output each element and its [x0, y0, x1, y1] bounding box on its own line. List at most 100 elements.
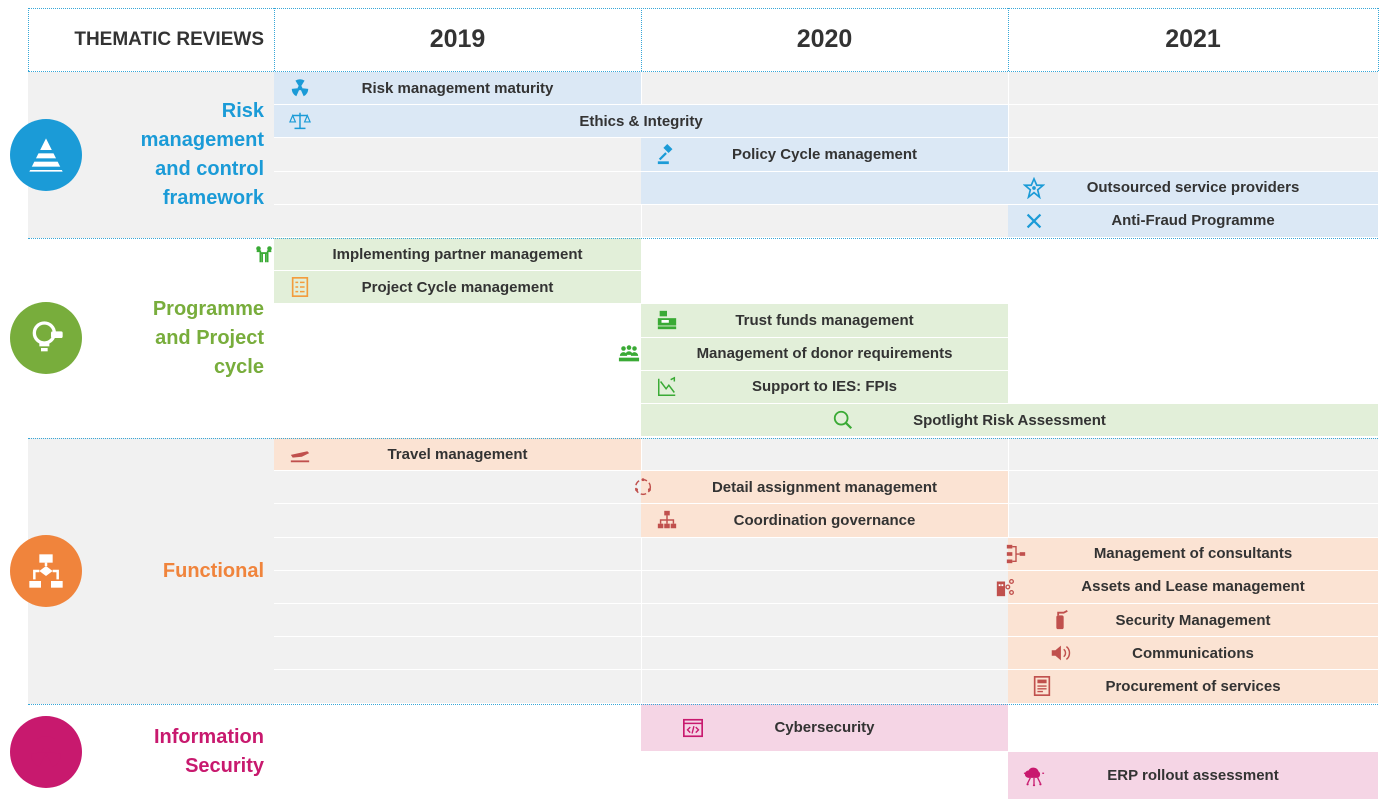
review-row: Risk management maturity	[274, 72, 1378, 106]
review-row: Outsourced service providers	[274, 171, 1378, 205]
review-bar[interactable]: Support to IES: FPIs	[641, 370, 1008, 403]
review-bar[interactable]: Security Management	[1008, 603, 1378, 637]
review-label: Security Management	[1115, 611, 1271, 629]
cross-icon	[1022, 209, 1046, 233]
review-bar[interactable]: Cybersecurity	[641, 704, 1008, 751]
review-bar[interactable]: Management of donor requirements	[618, 337, 1008, 370]
review-bar[interactable]: Policy Cycle management	[641, 138, 1008, 171]
column-separator	[1008, 105, 1009, 138]
column-separator	[1008, 337, 1009, 370]
review-bar[interactable]: Travel management	[274, 438, 641, 471]
hierarchy-icon	[1004, 542, 1028, 566]
review-bar[interactable]: Communications	[1008, 637, 1378, 670]
review-bar[interactable]: Anti-Fraud Programme	[1008, 204, 1378, 237]
chart-icon	[655, 375, 679, 399]
section-divider	[28, 438, 1378, 439]
review-label: Policy Cycle management	[731, 145, 918, 163]
review-row: Procurement of services	[274, 670, 1378, 704]
virus-cloud-icon	[1022, 764, 1046, 788]
gavel-icon	[655, 142, 679, 166]
review-label: Implementing partner management	[332, 245, 583, 263]
review-label: Support to IES: FPIs	[752, 378, 897, 396]
column-separator	[641, 238, 642, 271]
column-separator	[1008, 504, 1009, 537]
review-bar[interactable]: Assets and Lease management	[996, 570, 1378, 603]
column-separator	[1008, 370, 1009, 403]
column-separator	[1008, 471, 1009, 504]
review-row: Cybersecurity	[274, 704, 1378, 752]
review-label: Communications	[1132, 644, 1254, 662]
review-label: Procurement of services	[1105, 677, 1281, 695]
review-bar[interactable]: Spotlight Risk Assessment	[641, 403, 1378, 437]
radiation-icon	[10, 716, 82, 788]
review-row: Project Cycle management	[274, 271, 1378, 305]
header-divider	[274, 8, 275, 71]
cycle-icon	[631, 475, 655, 499]
header-divider	[1378, 8, 1379, 71]
column-separator	[641, 271, 642, 304]
review-label: Outsourced service providers	[1086, 179, 1300, 197]
review-label: Anti-Fraud Programme	[1111, 212, 1275, 230]
column-separator	[1008, 304, 1009, 337]
review-label: Management of donor requirements	[696, 345, 953, 363]
column-separator	[641, 603, 642, 637]
review-bar[interactable]: Trust funds management	[641, 304, 1008, 337]
column-separator	[641, 537, 642, 570]
review-bar[interactable]: Outsourced service providers	[1008, 171, 1378, 204]
section-title-line: framework	[162, 187, 264, 209]
column-separator	[641, 438, 642, 471]
review-row: Assets and Lease management	[274, 570, 1378, 604]
review-label: Project Cycle management	[361, 278, 554, 296]
review-row: Security Management	[274, 603, 1378, 638]
review-bar[interactable]: Procurement of services	[1008, 670, 1378, 703]
review-bar[interactable]: Project Cycle management	[274, 271, 641, 304]
review-bar[interactable]: Coordination governance	[641, 504, 1008, 537]
review-bar[interactable]: ERP rollout assessment	[1008, 752, 1378, 799]
review-row: Detail assignment management	[274, 471, 1378, 505]
meeting-icon	[252, 242, 276, 266]
review-row: Communications	[274, 637, 1378, 671]
review-row: ERP rollout assessment	[274, 752, 1378, 800]
review-bar[interactable]: Management of consultants	[1006, 537, 1378, 570]
review-label: Travel management	[387, 445, 528, 463]
review-bar-extension	[641, 171, 1008, 204]
lightbulb-icon	[10, 302, 82, 374]
review-bar[interactable]: Implementing partner management	[256, 238, 641, 271]
section-title-line: Security	[185, 755, 264, 777]
review-row: Management of consultants	[274, 537, 1378, 571]
column-separator	[1008, 438, 1009, 471]
section-title-line: Risk	[221, 100, 264, 122]
network-star-icon	[1022, 176, 1046, 200]
org-chart-icon	[655, 508, 679, 532]
header-title: THEMATIC REVIEWS	[74, 28, 264, 50]
balance-scale-icon	[288, 109, 312, 133]
review-row: Policy Cycle management	[274, 138, 1378, 172]
column-separator	[641, 637, 642, 670]
group-icon	[617, 342, 641, 366]
column-separator	[1008, 271, 1009, 304]
review-row: Ethics & Integrity	[274, 105, 1378, 139]
year-header-2021: 2021	[1165, 25, 1221, 53]
review-bar[interactable]: Ethics & Integrity	[274, 105, 1008, 138]
header-top-line	[28, 8, 1378, 9]
review-bar[interactable]: Detail assignment management	[634, 471, 1008, 504]
review-label: Risk management maturity	[361, 79, 554, 97]
column-separator	[641, 72, 642, 105]
review-row: Trust funds management	[274, 304, 1378, 338]
section-divider	[28, 238, 1378, 239]
year-header-2019: 2019	[429, 25, 486, 53]
column-separator	[641, 204, 642, 237]
review-row: Travel management	[274, 438, 1378, 472]
review-label: Cybersecurity	[774, 719, 875, 736]
review-bar[interactable]: Risk management maturity	[274, 72, 641, 105]
review-label: Ethics & Integrity	[579, 112, 703, 130]
review-label: ERP rollout assessment	[1107, 767, 1279, 784]
radiation-icon	[288, 76, 312, 100]
section-divider	[28, 704, 1378, 705]
building-share-icon	[994, 575, 1018, 599]
